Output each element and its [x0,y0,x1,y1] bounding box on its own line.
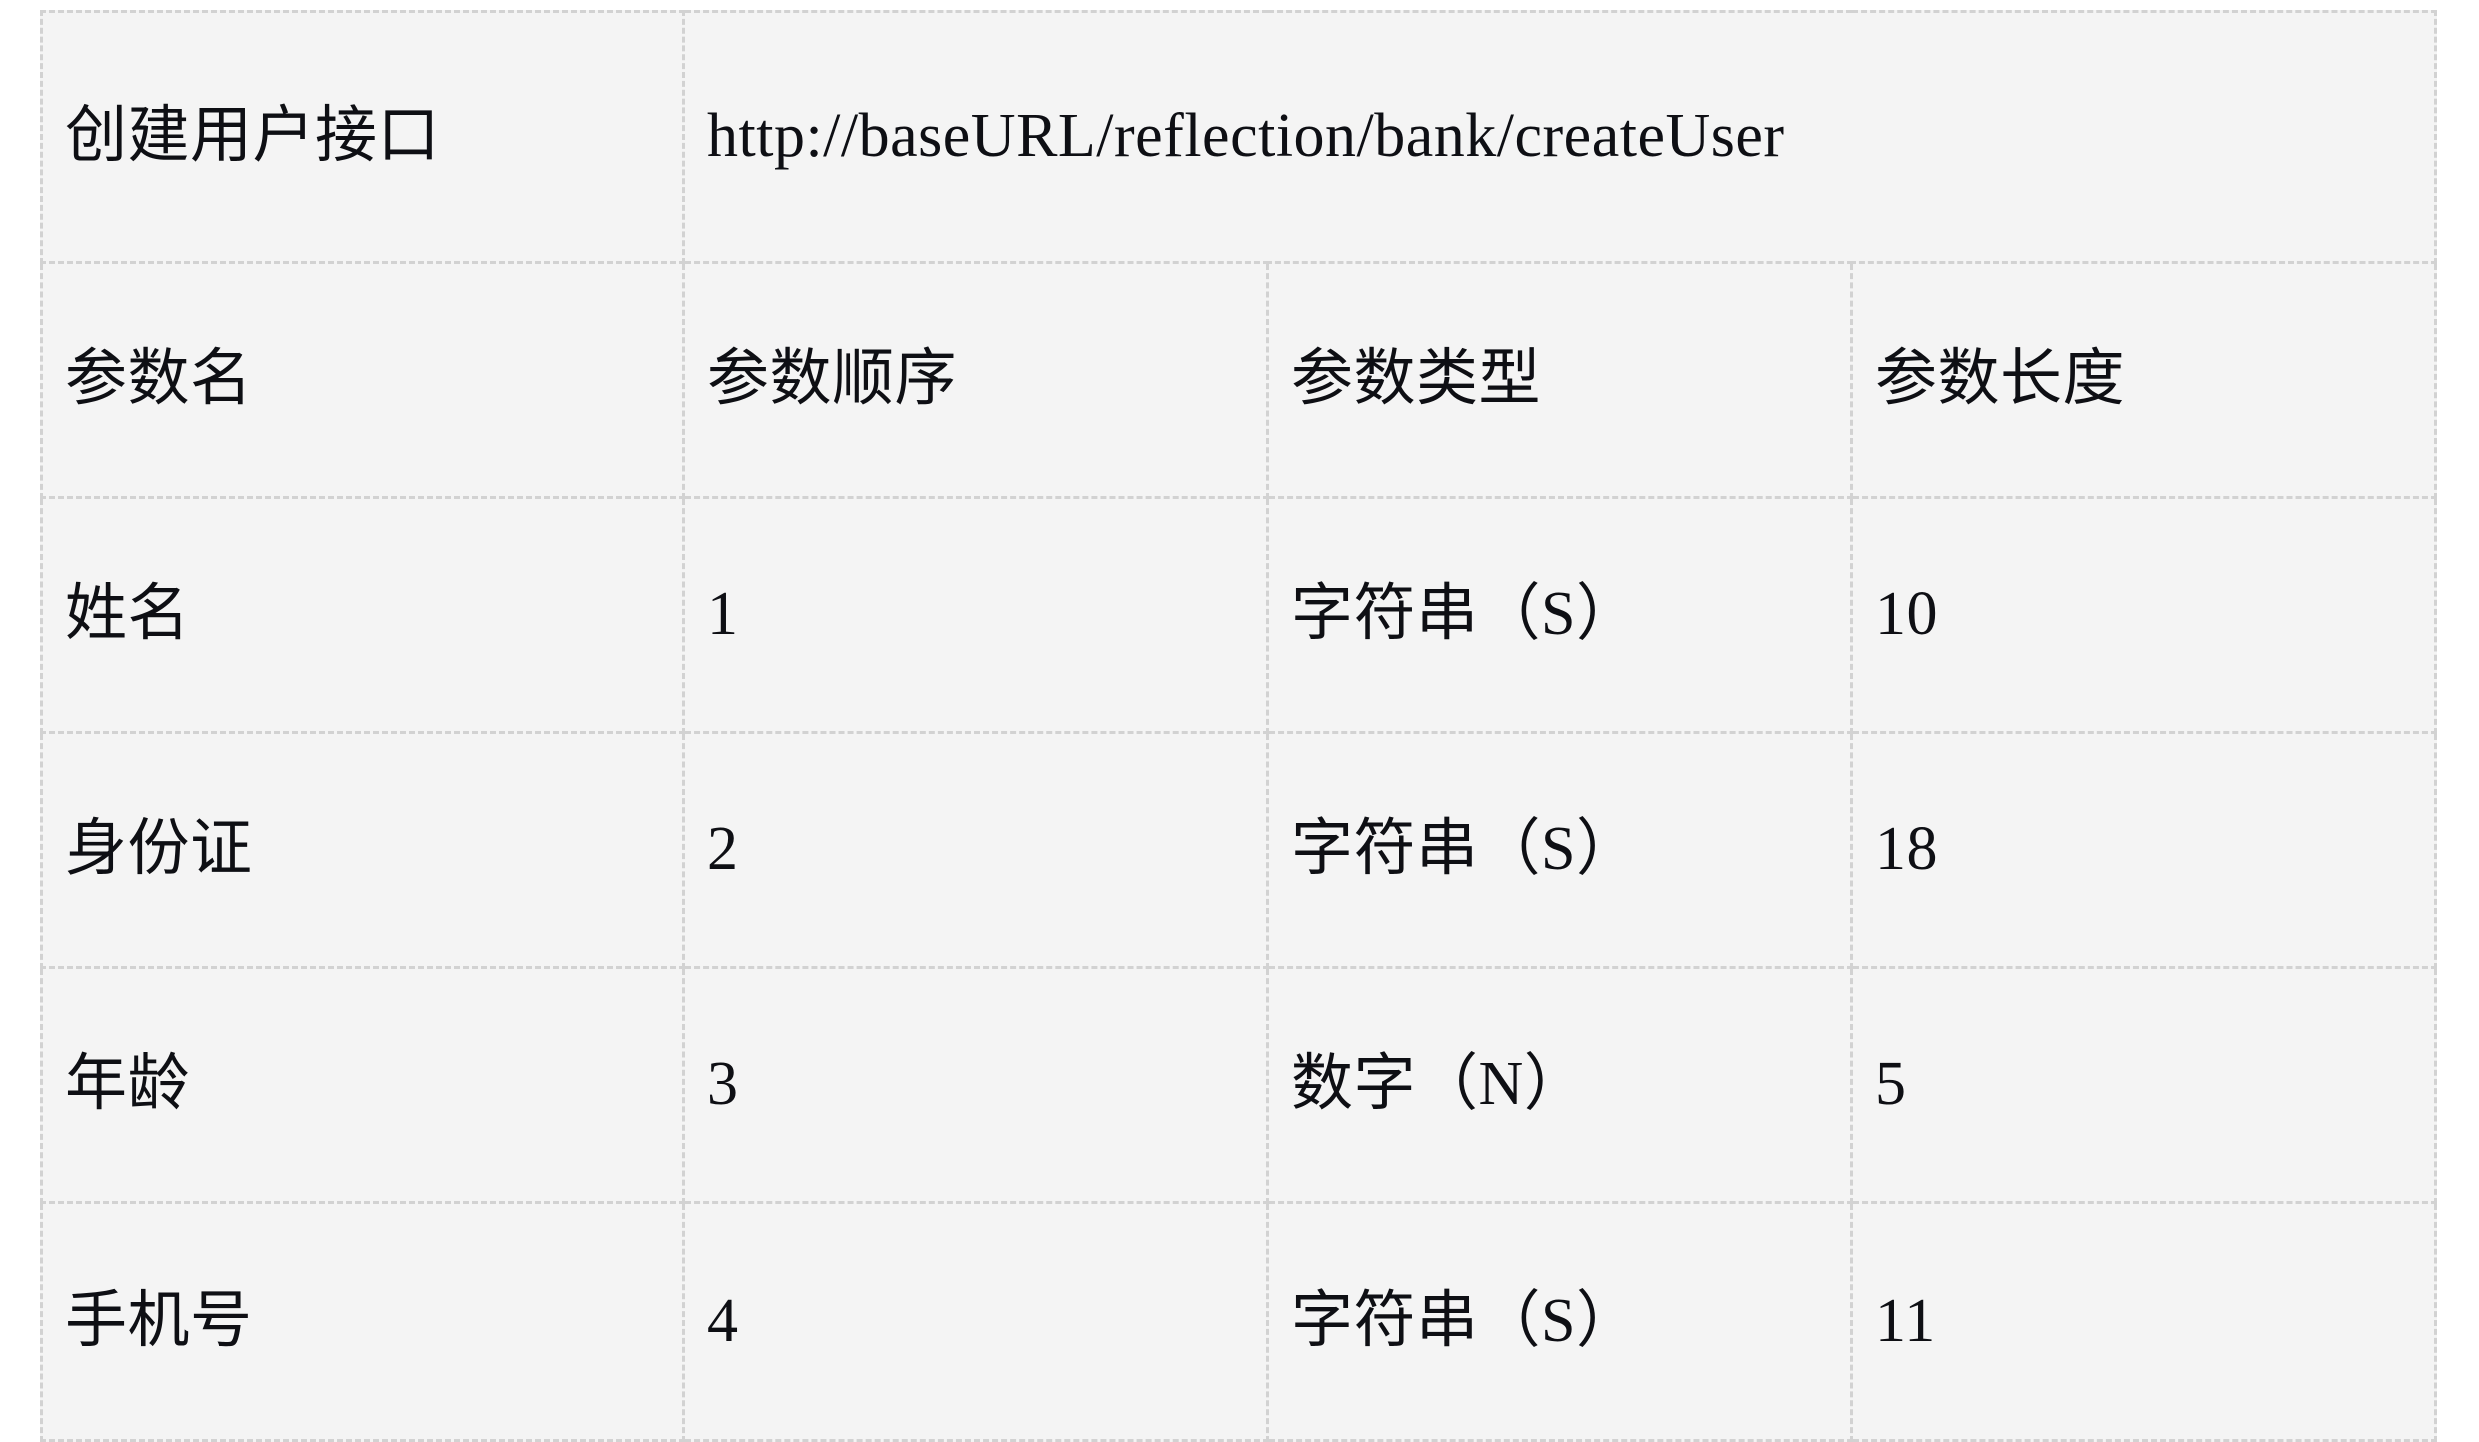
table-row: 手机号 4 字符串（S） 11 [40,1201,2437,1442]
cell-param-name: 手机号 [40,1201,685,1442]
cell-param-order: 2 [682,731,1269,969]
cell-param-type: 字符串（S） [1266,496,1853,734]
cell-param-type: 字符串（S） [1266,731,1853,969]
cell-param-length: 18 [1850,731,2437,969]
cell-param-name: 姓名 [40,496,685,734]
endpoint-row: 创建用户接口 http://baseURL/reflection/bank/cr… [40,10,2437,264]
endpoint-url-cell: http://baseURL/reflection/bank/createUse… [682,10,2437,264]
cell-param-order: 1 [682,496,1269,734]
header-cell-param-order: 参数顺序 [682,261,1269,499]
endpoint-label-cell: 创建用户接口 [40,10,685,264]
cell-param-length: 10 [1850,496,2437,734]
header-cell-param-name: 参数名 [40,261,685,499]
api-parameter-table: 创建用户接口 http://baseURL/reflection/bank/cr… [40,10,2437,1442]
cell-param-order: 3 [682,966,1269,1204]
cell-param-order: 4 [682,1201,1269,1442]
header-cell-param-length: 参数长度 [1850,261,2437,499]
table-row: 身份证 2 字符串（S） 18 [40,731,2437,969]
table-header-row: 参数名 参数顺序 参数类型 参数长度 [40,261,2437,499]
cell-param-length: 5 [1850,966,2437,1204]
cell-param-name: 年龄 [40,966,685,1204]
cell-param-type: 数字（N） [1266,966,1853,1204]
cell-param-length: 11 [1850,1201,2437,1442]
cell-param-name: 身份证 [40,731,685,969]
table-row: 姓名 1 字符串（S） 10 [40,496,2437,734]
header-cell-param-type: 参数类型 [1266,261,1853,499]
cell-param-type: 字符串（S） [1266,1201,1853,1442]
table-row: 年龄 3 数字（N） 5 [40,966,2437,1204]
